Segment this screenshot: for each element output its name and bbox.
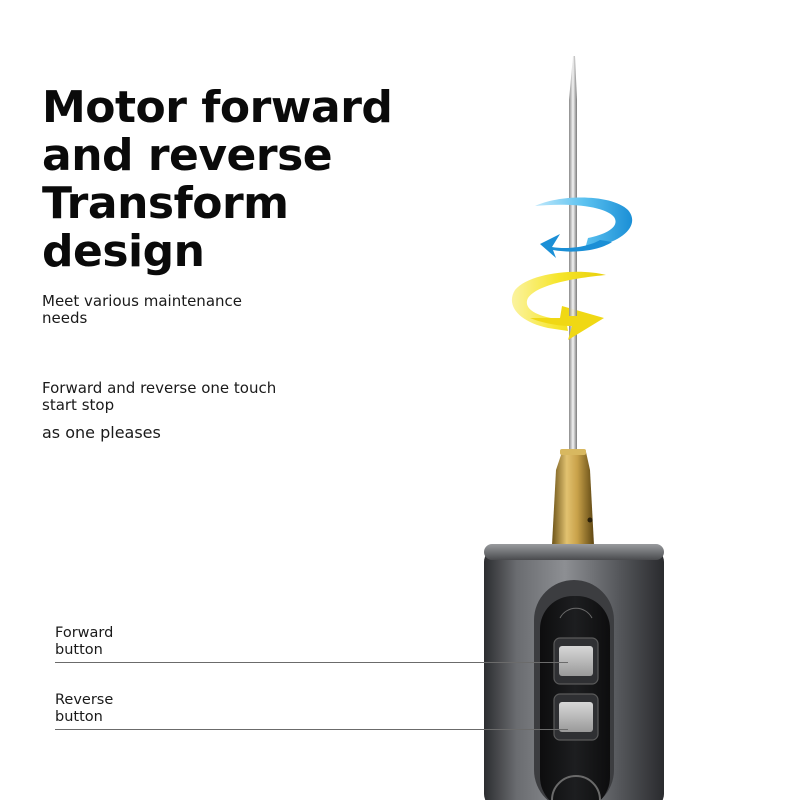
- note-line: needs: [42, 309, 88, 327]
- pleases-note: as one pleases: [42, 424, 161, 441]
- driver-bit: [569, 56, 577, 458]
- note-line: as one pleases: [42, 423, 161, 442]
- callout-line: button: [55, 642, 103, 658]
- callout-line: Forward: [55, 625, 114, 641]
- forward-button[interactable]: [553, 637, 599, 685]
- touch-note: Forward and reverse one touch start stop: [42, 380, 276, 414]
- reverse-rotation-arrow-icon: [511, 271, 606, 340]
- callout-line: button: [55, 709, 103, 725]
- headline: Motor forward and reverse Transform desi…: [42, 82, 393, 277]
- reverse-button[interactable]: [553, 693, 599, 741]
- brass-collet: [552, 449, 594, 545]
- forward-button-label: Forward button: [55, 625, 113, 659]
- power-ring: [551, 775, 601, 800]
- note-line: start stop: [42, 396, 115, 414]
- reverse-button-label: Reverse button: [55, 692, 113, 726]
- headline-line: Transform: [42, 178, 289, 229]
- forward-rotation-arrow-icon: [535, 197, 633, 258]
- maintenance-note: Meet various maintenance needs: [42, 293, 242, 327]
- handle-body: [484, 544, 664, 800]
- note-line: Meet various maintenance: [42, 292, 242, 310]
- forward-leader-line: [55, 662, 568, 663]
- headline-line: and reverse: [42, 130, 333, 181]
- callout-line: Reverse: [55, 692, 114, 708]
- reverse-leader-line: [55, 729, 568, 730]
- headline-line: Motor forward: [42, 82, 393, 133]
- headline-line: design: [42, 226, 205, 277]
- note-line: Forward and reverse one touch: [42, 379, 277, 397]
